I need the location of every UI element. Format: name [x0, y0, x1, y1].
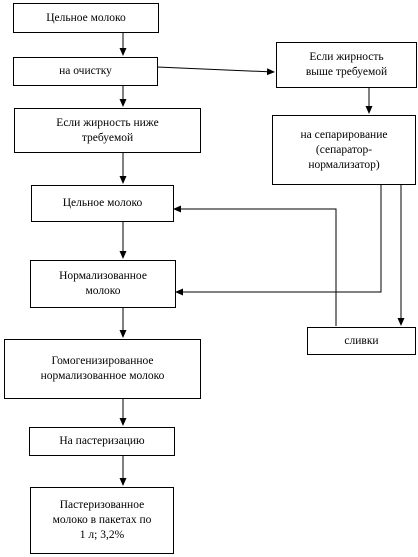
box-fat-above: Если жирность выше требуемой — [276, 42, 417, 88]
box-whole-milk-mid: Цельное молоко — [31, 185, 174, 222]
box-separation: на сепарирование (сепаратор- нормализато… — [272, 115, 416, 185]
box-packaged: Пастеризованное молоко в пакетах по 1 л;… — [30, 487, 174, 554]
box-cream: сливки — [307, 327, 416, 355]
arrow-cleaning-to-fat-above — [156, 66, 275, 76]
arrow-cream-to-whole-milk — [173, 205, 337, 326]
box-cleaning: на очистку — [13, 57, 158, 86]
box-pasteurization: На пастеризацию — [29, 427, 175, 456]
box-whole-milk-top: Цельное молоко — [13, 3, 159, 33]
box-homogenized: Гомогенизированное нормализованное молок… — [4, 339, 201, 399]
box-normalized: Нормализованное молоко — [30, 260, 176, 308]
arrow-separation-to-normalized — [175, 184, 382, 296]
box-fat-below: Если жирность ниже требуемой — [14, 108, 201, 153]
